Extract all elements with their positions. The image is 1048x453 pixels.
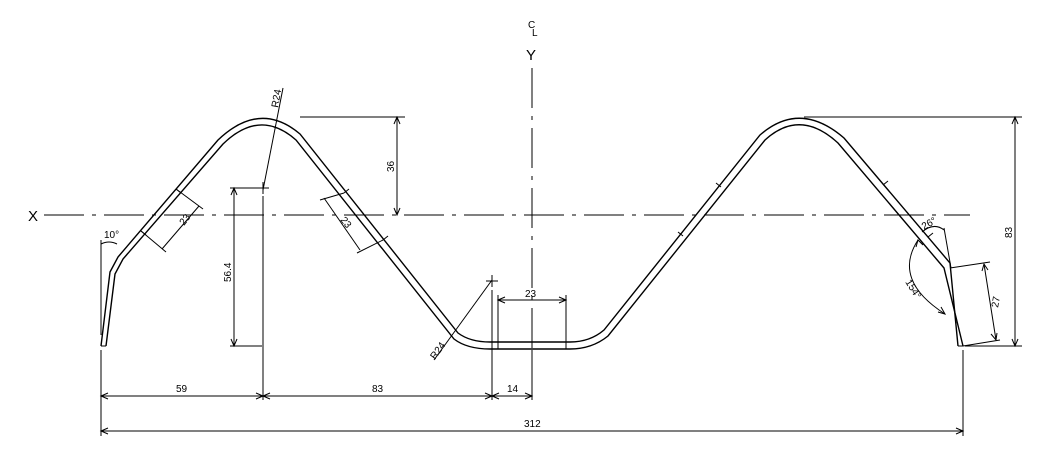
- svg-text:83: 83: [1004, 226, 1015, 238]
- profile-outline: [100, 117, 964, 350]
- svg-text:154°: 154°: [902, 278, 922, 301]
- svg-text:R24: R24: [270, 88, 284, 108]
- centerline-l: L: [532, 28, 538, 39]
- svg-text:312: 312: [524, 419, 541, 430]
- y-axis-label: Y: [526, 47, 536, 64]
- dim-valley-23: 23: [496, 289, 568, 342]
- svg-text:23: 23: [338, 215, 354, 231]
- svg-text:10°: 10°: [104, 230, 119, 241]
- left-lip-angle: 10°: [100, 230, 119, 335]
- svg-text:59: 59: [176, 384, 188, 395]
- svg-text:27: 27: [990, 295, 1003, 308]
- x-axis-label: X: [28, 208, 38, 225]
- svg-text:36: 36: [386, 160, 397, 172]
- right-angles: 26° 154°: [902, 216, 952, 315]
- svg-text:56.4: 56.4: [223, 262, 234, 282]
- svg-text:14: 14: [507, 384, 519, 395]
- dim-27-lip: 27: [949, 261, 1003, 347]
- dim-56-4: 56.4: [223, 186, 262, 348]
- dim-left-slope-23: 23: [140, 188, 204, 253]
- svg-text:23: 23: [178, 212, 194, 228]
- svg-text:83: 83: [372, 384, 384, 395]
- centerline-symbol: C L: [528, 20, 538, 39]
- centerline-c: C: [528, 20, 535, 31]
- svg-text:23: 23: [525, 289, 537, 300]
- bottom-dims: 59 83 14 312: [99, 196, 965, 436]
- radius-top-left: R24: [257, 87, 284, 194]
- dim-83-height: 83: [804, 115, 1022, 348]
- dim-mid-slope-23: 23: [319, 192, 384, 254]
- dim-36: 36: [300, 115, 405, 217]
